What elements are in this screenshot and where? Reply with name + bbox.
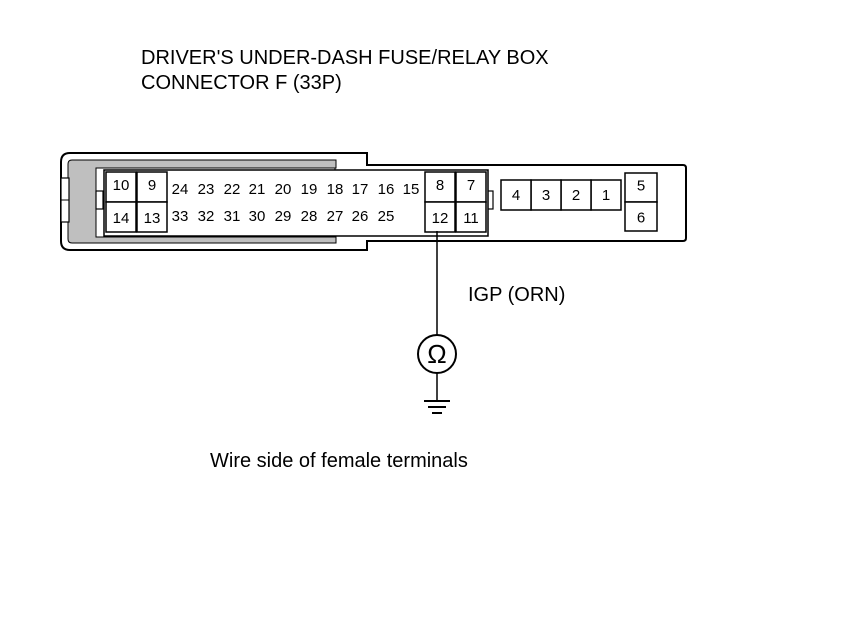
pin-label-15: 15 [403, 181, 420, 198]
pin-label-24: 24 [172, 181, 189, 198]
pin-label-17: 17 [352, 181, 369, 198]
pin-label-6: 6 [637, 210, 645, 227]
pin-label-16: 16 [378, 181, 395, 198]
pin-label-9: 9 [148, 177, 156, 194]
ohmmeter-symbol: Ω [427, 339, 446, 369]
pin-label-33: 33 [172, 208, 189, 225]
pin-label-25: 25 [378, 208, 395, 225]
pin-label-30: 30 [249, 208, 266, 225]
connector-left-body [103, 168, 489, 237]
pin-label-11: 11 [463, 210, 479, 227]
pin-cell-14 [105, 201, 137, 233]
ohmmeter-icon: Ω [417, 334, 457, 374]
pin-label-7: 7 [467, 177, 475, 194]
pin-frames [105, 171, 658, 233]
pin-label-12: 12 [432, 210, 449, 227]
pin-label-2: 2 [572, 187, 580, 204]
pin-label-8: 8 [436, 177, 444, 194]
pin-cell-5 [624, 172, 658, 203]
pin-cell-10 [105, 171, 137, 203]
pin-labels: 1234567891011121314151617181920212223242… [113, 177, 646, 227]
pin-label-20: 20 [275, 181, 292, 198]
ground-icon [424, 400, 450, 414]
pin-label-10: 10 [113, 177, 130, 194]
diagram-title-line2: CONNECTOR F (33P) [141, 72, 342, 94]
pin-cell-12 [424, 201, 456, 233]
pin-cell-9 [136, 171, 168, 203]
pin-label-31: 31 [224, 208, 241, 225]
pin-label-32: 32 [198, 208, 215, 225]
pin-label-21: 21 [249, 181, 266, 198]
pin-label-26: 26 [352, 208, 369, 225]
pin-label-23: 23 [198, 181, 215, 198]
pin-label-18: 18 [327, 181, 344, 198]
pin-label-3: 3 [542, 187, 550, 204]
pin-cell-1 [590, 179, 622, 211]
pin-label-1: 1 [602, 187, 610, 204]
pin-cell-7 [455, 171, 487, 203]
wire-label: IGP (ORN) [468, 284, 565, 306]
pin-label-19: 19 [301, 181, 318, 198]
pin-label-5: 5 [637, 178, 645, 195]
pin-cell-4 [500, 179, 532, 211]
pin-label-28: 28 [301, 208, 318, 225]
pin-label-29: 29 [275, 208, 292, 225]
pin-label-22: 22 [224, 181, 241, 198]
pin-label-4: 4 [512, 187, 520, 204]
caption: Wire side of female terminals [210, 450, 468, 472]
pin-cell-11 [455, 201, 487, 233]
diagram-title-line1: DRIVER'S UNDER-DASH FUSE/RELAY BOX [141, 47, 549, 69]
pin-cell-6 [624, 201, 658, 232]
pin-label-27: 27 [327, 208, 344, 225]
pin-cell-13 [136, 201, 168, 233]
pin-cell-3 [530, 179, 562, 211]
pin-label-13: 13 [144, 210, 161, 227]
pin-label-14: 14 [113, 210, 130, 227]
